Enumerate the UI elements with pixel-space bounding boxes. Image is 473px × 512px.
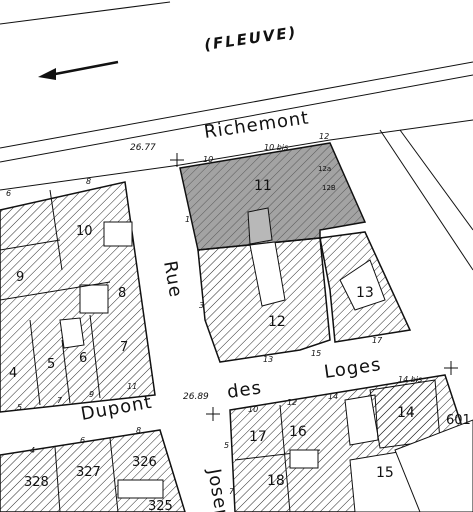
house-number: 12B (322, 184, 336, 192)
parcel-block-bottom-left[interactable] (0, 429, 186, 512)
lot-number: 601 (446, 413, 471, 428)
street-label-des: des (226, 377, 263, 403)
lot-number: 18 (267, 473, 285, 489)
lot-number: 6 (79, 351, 87, 366)
house-number: 10 (203, 155, 213, 164)
lot-number: 16 (289, 424, 307, 440)
street-label-richemont: Richemont (203, 107, 311, 143)
house-number: 13 (263, 355, 273, 364)
lot-number: 8 (118, 286, 126, 301)
parcel-11-courtyard (247, 207, 273, 245)
house-number: 6 (80, 436, 85, 445)
house-number: 17 (372, 336, 383, 345)
elevation-label: 26.77 (130, 143, 156, 153)
house-number: 3 (199, 301, 204, 310)
lot-number: 17 (249, 429, 267, 445)
house-number: 8 (86, 177, 91, 186)
street-label-loges: Loges (323, 354, 383, 383)
parcel-13[interactable] (319, 231, 412, 343)
house-number: 15 (311, 349, 321, 358)
river-flow-arrow-icon (38, 60, 119, 80)
parcel-block-bottom-right[interactable] (229, 374, 473, 512)
lot-number: 11 (254, 178, 272, 194)
house-number: 14 (328, 392, 338, 401)
street-edges (0, 119, 473, 271)
lot-number: 325 (148, 499, 173, 512)
parcel-block-left[interactable] (0, 181, 156, 413)
river-bank-lines (0, 1, 473, 163)
house-number: 11 (127, 382, 137, 391)
lot-number: 13 (356, 285, 374, 301)
lot-number: 10 (76, 224, 93, 239)
benchmark-cross-icon (170, 153, 458, 421)
lot-number: 5 (47, 357, 55, 372)
river-label: (FLEUVE) (203, 23, 298, 54)
house-number: 1 (185, 215, 190, 224)
house-number: 7 (229, 487, 235, 496)
house-number: 12a (318, 165, 331, 173)
house-number: 5 (224, 441, 229, 450)
house-number: 10 bis (264, 143, 288, 152)
lot-number: 327 (76, 465, 101, 480)
house-number: 6 (6, 189, 11, 198)
house-number: 9 (89, 390, 94, 399)
parcel-12[interactable] (197, 237, 331, 363)
lot-number: 7 (120, 340, 128, 355)
house-number: 10 (248, 405, 258, 414)
house-number: 4 (30, 446, 35, 455)
street-label-rue: Rue (159, 259, 186, 299)
house-number: 8 (136, 426, 141, 435)
house-number: 14 bis (398, 375, 422, 384)
lot-number: 326 (132, 455, 157, 470)
lot-number: 328 (24, 475, 49, 490)
lot-number: 14 (397, 405, 415, 421)
lot-number: 4 (9, 366, 17, 381)
lot-number: 9 (16, 270, 24, 285)
house-number: 5 (17, 403, 22, 412)
lot-number: 12 (268, 314, 286, 330)
house-number: 7 (57, 396, 63, 405)
elevation-label: 26.89 (183, 392, 209, 402)
house-number: 12 (319, 132, 329, 141)
lot-number: 15 (376, 465, 394, 481)
house-number: 12 (287, 398, 297, 407)
